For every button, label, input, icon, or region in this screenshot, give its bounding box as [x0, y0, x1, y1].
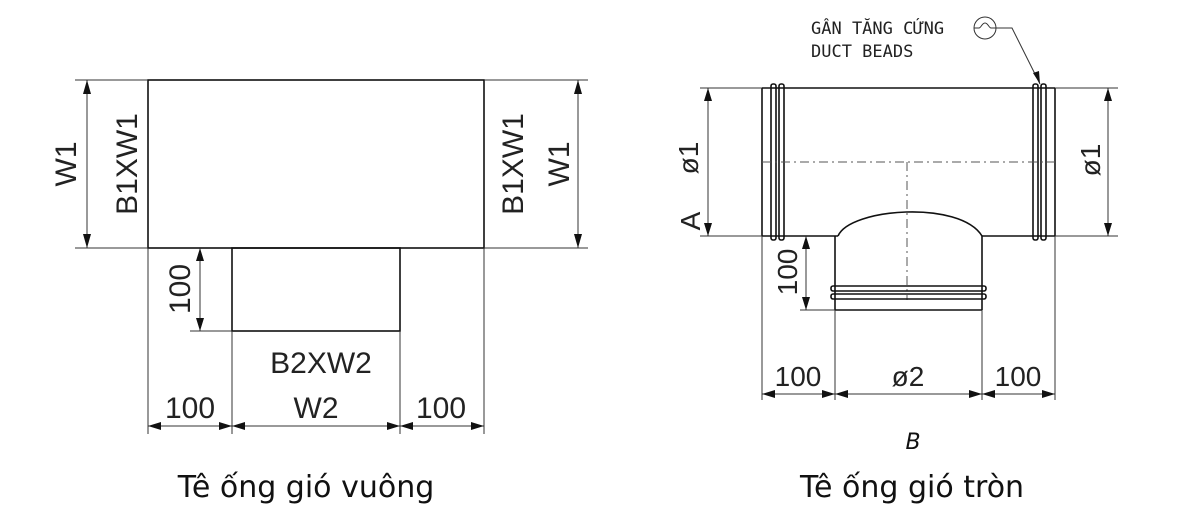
round-label-a: A	[675, 211, 706, 230]
square-tee-drawing: W1 B1XW1 B1XW1 W1 100 B2XW2 100 W2 100 T…	[50, 79, 588, 505]
round-bottom-left-label: 100	[775, 361, 822, 392]
round-branch-height-dimension	[800, 236, 835, 311]
round-label-b: B	[905, 430, 920, 455]
round-left-dia-label: ø1	[673, 142, 704, 175]
square-bottom-left-label: 100	[165, 392, 215, 425]
square-branch-height-label: 100	[164, 264, 197, 314]
square-tee-caption: Tê ống gió vuông	[177, 470, 435, 505]
square-branch-height-dimension	[190, 248, 232, 332]
round-bottom-dimension	[761, 236, 1056, 400]
square-bottom-dimension	[147, 248, 485, 434]
square-right-size-label: B1XW1	[497, 113, 530, 215]
square-bottom-mid-label: W2	[294, 392, 339, 425]
round-right-dia-dimension	[1055, 87, 1118, 237]
square-left-w1-label: W1	[50, 142, 83, 187]
round-tee-caption: Tê ống gió tròn	[799, 470, 1024, 505]
duct-beads-leader	[973, 16, 1041, 85]
square-left-size-label: B1XW1	[111, 113, 144, 215]
square-main-body	[147, 79, 485, 249]
round-tee-drawing: GÂN TĂNG CỨNG DUCT BEADS ø1 A ø1 100 100…	[673, 16, 1118, 505]
round-left-dia-dimension	[700, 87, 762, 237]
square-bottom-right-label: 100	[416, 392, 466, 425]
square-left-w1-dimension	[75, 79, 148, 249]
round-bottom-mid-label: ø2	[892, 361, 925, 392]
round-branch-height-label: 100	[772, 249, 803, 296]
round-branch	[830, 211, 987, 311]
duct-beads-note-line1: GÂN TĂNG CỨNG	[811, 17, 944, 39]
square-branch-size-label: B2XW2	[270, 347, 372, 380]
round-bottom-right-label: 100	[995, 361, 1042, 392]
square-branch	[231, 247, 401, 332]
square-right-w1-label: W1	[543, 142, 576, 187]
round-right-dia-label: ø1	[1075, 144, 1106, 177]
square-right-w1-dimension	[484, 79, 588, 249]
duct-beads-note-line2: DUCT BEADS	[811, 42, 913, 62]
